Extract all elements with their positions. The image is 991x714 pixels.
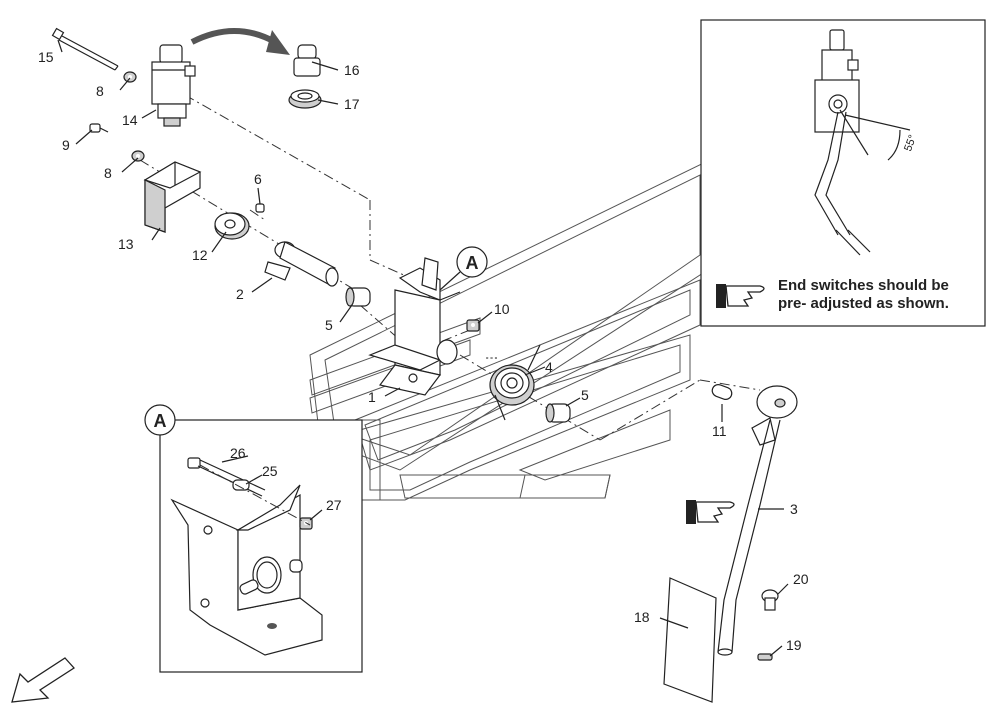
pedal-bracket-1 — [368, 257, 461, 396]
pin-6 — [255, 203, 265, 213]
pointing-hand-icon — [686, 500, 735, 524]
callout-19: 19 — [786, 637, 802, 653]
callout-numbers: 15 8 14 9 8 16 17 13 12 6 2 5 1 10 4 5 1… — [38, 49, 809, 653]
callout-6: 6 — [254, 171, 262, 187]
pointing-hand-icon — [716, 284, 765, 308]
callout-13: 13 — [118, 236, 134, 252]
bracket-13 — [143, 161, 202, 233]
callout-18: 18 — [634, 609, 650, 625]
detail-marker-inset-label: A — [154, 411, 167, 431]
callout-16: 16 — [344, 62, 360, 78]
nut-10 — [466, 319, 480, 332]
callout-11: 11 — [712, 423, 727, 439]
callout-15: 15 — [38, 49, 54, 65]
note-line-2: pre- adjusted as shown. — [778, 295, 949, 312]
callout-20: 20 — [793, 571, 809, 587]
detail-inset-a: A — [144, 404, 363, 673]
callout-8-top: 8 — [96, 83, 104, 99]
note-line-1: End switches should be — [778, 277, 949, 294]
cap-16 — [293, 44, 321, 77]
pin-19 — [757, 653, 773, 661]
direction-arrow-icon — [11, 657, 75, 703]
detail-marker-main-label: A — [466, 253, 479, 273]
callout-9: 9 — [62, 137, 70, 153]
bolt-15 — [51, 27, 119, 71]
callout-3: 3 — [790, 501, 798, 517]
callout-26: 26 — [230, 445, 246, 461]
callout-8-bottom: 8 — [104, 165, 112, 181]
leader-lines — [57, 39, 789, 657]
callout-4: 4 — [545, 359, 553, 375]
callout-2: 2 — [236, 286, 244, 302]
callout-12: 12 — [192, 247, 208, 263]
screw-9 — [89, 123, 109, 133]
washer-8-top — [123, 71, 137, 83]
callout-27: 27 — [326, 497, 342, 513]
angle-label: 55° — [902, 133, 919, 153]
washer-17 — [288, 89, 322, 109]
callout-17: 17 — [344, 96, 360, 112]
svg-text:∘∘∘: ∘∘∘ — [485, 355, 498, 362]
curved-arrow-icon — [190, 28, 290, 55]
floor-panels — [309, 154, 721, 501]
shaft-2 — [264, 241, 339, 287]
callout-5-right: 5 — [581, 387, 589, 403]
callout-25: 25 — [262, 463, 278, 479]
assembly-lines — [139, 94, 761, 441]
detail-marker-main: A — [439, 246, 488, 291]
bolt-20 — [761, 589, 779, 611]
switch-adjustment-box: 55° End switches should be pre- adjusted… — [700, 19, 986, 327]
callout-10: 10 — [494, 301, 510, 317]
callout-1: 1 — [368, 389, 376, 405]
callout-5-left: 5 — [325, 317, 333, 333]
bushing-5-left — [345, 287, 371, 307]
washer-12 — [214, 212, 250, 240]
spring-4: ∘∘∘ — [485, 344, 541, 421]
pedal-pad-18 — [663, 577, 717, 703]
callout-14: 14 — [122, 112, 138, 128]
bushing-5-right — [545, 403, 571, 423]
pedal-arm-3 — [717, 385, 798, 656]
washer-8-bottom — [131, 150, 145, 162]
pin-11 — [711, 384, 733, 400]
end-switch-14 — [151, 44, 196, 127]
